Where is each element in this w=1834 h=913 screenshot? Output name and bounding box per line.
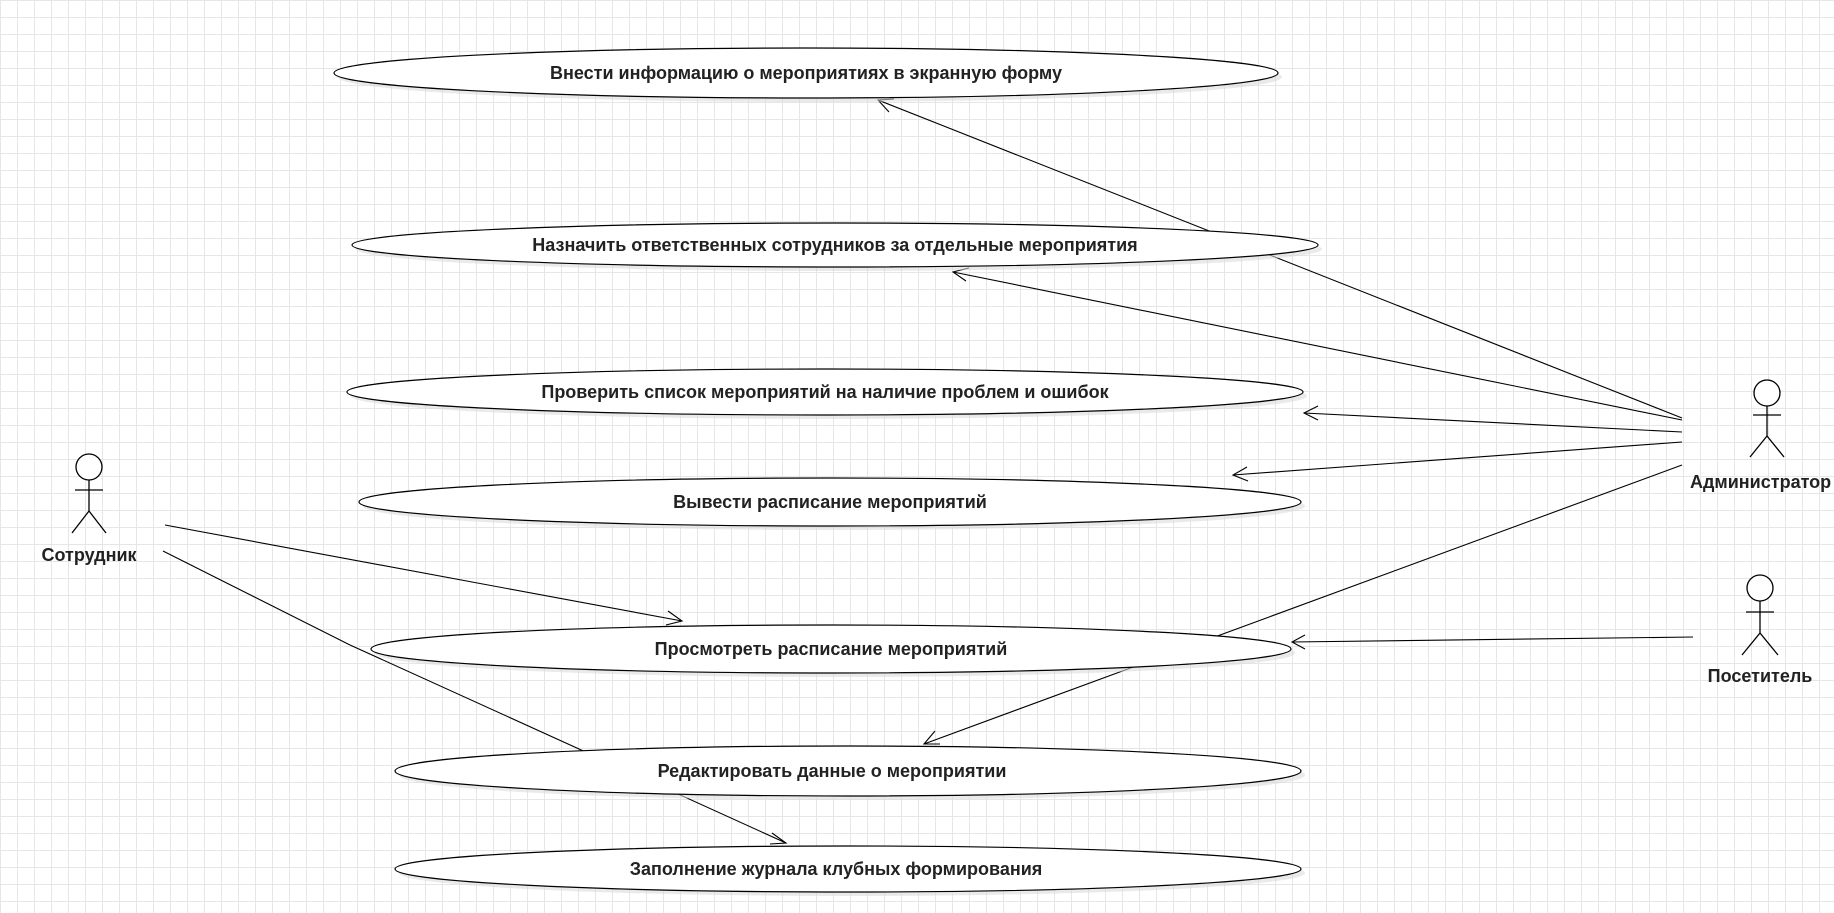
association-admin-u3 bbox=[1302, 405, 1683, 433]
use-case-6[interactable]: Редактировать данные о мероприятии bbox=[394, 745, 1305, 800]
association-admin-u4 bbox=[1231, 441, 1683, 482]
use-case-7[interactable]: Заполнение журнала клубных формирования bbox=[394, 845, 1305, 896]
stick-figure-icon bbox=[71, 453, 107, 534]
association-visitor-u5 bbox=[1290, 634, 1694, 650]
actor-employee[interactable]: Сотрудник bbox=[41, 453, 138, 565]
actor-visitor[interactable]: Посетитель bbox=[1708, 574, 1813, 686]
use-case-3[interactable]: Проверить список мероприятий на наличие … bbox=[346, 368, 1307, 419]
use-case-2-label: Назначить ответственных сотрудников за о… bbox=[532, 235, 1137, 255]
use-case-7-label: Заполнение журнала клубных формирования bbox=[630, 859, 1043, 879]
actor-administrator-label: Администратор bbox=[1690, 472, 1831, 492]
use-case-2[interactable]: Назначить ответственных сотрудников за о… bbox=[351, 222, 1322, 271]
use-case-5[interactable]: Просмотреть расписание мероприятий bbox=[370, 624, 1295, 677]
stick-figure-icon bbox=[1749, 379, 1785, 458]
use-case-4[interactable]: Вывести расписание мероприятий bbox=[358, 477, 1305, 530]
actor-administrator[interactable]: Администратор bbox=[1690, 379, 1831, 492]
actor-employee-label: Сотрудник bbox=[41, 545, 137, 565]
use-case-5-label: Просмотреть расписание мероприятий bbox=[655, 639, 1008, 659]
use-case-6-label: Редактировать данные о мероприятии bbox=[658, 761, 1007, 781]
actor-visitor-label: Посетитель bbox=[1708, 666, 1813, 686]
association-employee-u5 bbox=[164, 524, 684, 626]
use-case-1[interactable]: Внести информацию о мероприятиях в экран… bbox=[333, 47, 1282, 102]
use-case-4-label: Вывести расписание мероприятий bbox=[673, 492, 987, 512]
stick-figure-icon bbox=[1741, 574, 1779, 656]
associations bbox=[162, 98, 1694, 845]
association-employee-u7 bbox=[162, 550, 788, 845]
use-case-1-label: Внести информацию о мероприятиях в экран… bbox=[550, 63, 1062, 83]
association-admin-u6 bbox=[922, 464, 1683, 745]
use-case-3-label: Проверить список мероприятий на наличие … bbox=[541, 382, 1109, 402]
